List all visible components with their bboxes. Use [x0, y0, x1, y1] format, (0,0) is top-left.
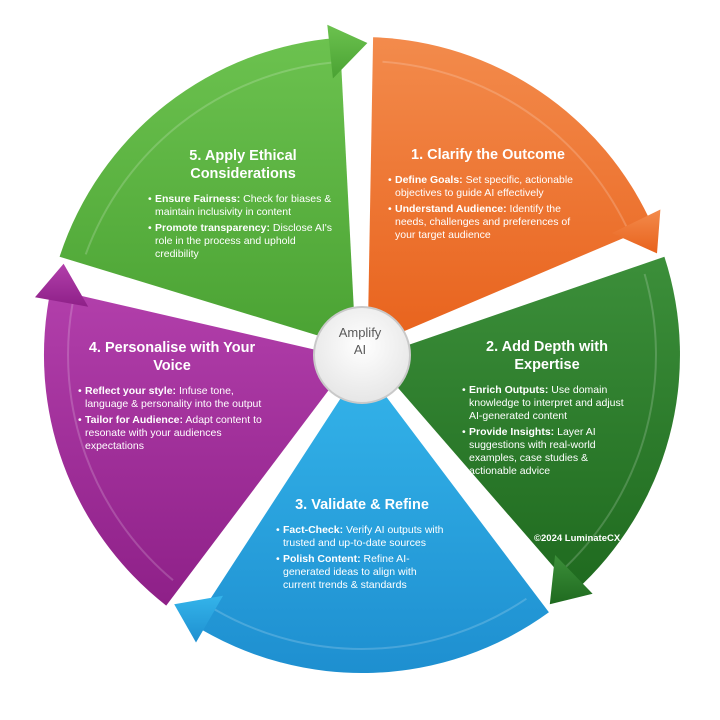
segment-5-text: 5. Apply Ethical Considerations Ensure F… — [148, 147, 338, 264]
segment-1-rim-line — [382, 60, 628, 227]
segment-3-bullet: Fact-Check: Verify AI outputs with trust… — [276, 524, 448, 550]
hub-circle — [313, 306, 411, 404]
copyright-text: ©2024 LuminateCX — [534, 533, 621, 544]
segment-4-title: 4. Personalise with Your Voice — [88, 340, 256, 374]
segment-2-arrowhead — [549, 555, 593, 605]
segment-3-text: 3. Validate & Refine Fact-Check: Verify … — [276, 496, 448, 595]
segment-4-bullet: Tailor for Audience: Adapt content to re… — [78, 414, 266, 453]
segment-5-rim-line — [84, 61, 332, 255]
segment-1-arrowhead — [611, 209, 661, 254]
segment-2-bullet: Enrich Outputs: Use domain knowledge to … — [462, 384, 632, 423]
segment-2-bullet: Provide Insights: Layer AI suggestions w… — [462, 426, 632, 478]
segment-5-title: 5. Apply Ethical Considerations — [189, 148, 297, 182]
segment-4-rim-line — [67, 303, 174, 581]
segment-1-bullet: Define Goals: Set specific, actionable o… — [388, 174, 588, 200]
segment-2-text: 2. Add Depth with Expertise Enrich Outpu… — [462, 338, 632, 481]
segment-2-sector — [371, 256, 680, 592]
segment-4-text: 4. Personalise with Your Voice Reflect y… — [78, 339, 266, 456]
segment-1-text: 1. Clarify the Outcome Define Goals: Set… — [388, 146, 588, 245]
segment-4-arrowhead — [35, 263, 89, 307]
segment-2-title: 2. Add Depth with Expertise — [486, 339, 608, 373]
segment-4-bullet: Reflect your style: Infuse tone, languag… — [78, 385, 266, 411]
segment-5-arrowhead — [327, 24, 368, 79]
segment-3-sector — [193, 365, 549, 674]
segment-3-title: 3. Validate & Refine — [295, 497, 429, 513]
segment-3-arrowhead — [174, 595, 223, 643]
hub-label: Amplify AI — [338, 325, 382, 357]
segment-5-bullet: Ensure Fairness: Check for biases & main… — [148, 193, 338, 219]
segment-3-bullet: Polish Content: Refine AI-generated idea… — [276, 553, 448, 592]
segment-2-rim-line — [565, 273, 657, 568]
segment-1-title: 1. Clarify the Outcome — [411, 147, 565, 163]
segment-3-rim-line — [214, 597, 527, 650]
segment-5-bullet: Promote transparency: Disclose AI's role… — [148, 222, 338, 261]
segment-1-bullet: Understand Audience: Identify the needs,… — [388, 203, 588, 242]
